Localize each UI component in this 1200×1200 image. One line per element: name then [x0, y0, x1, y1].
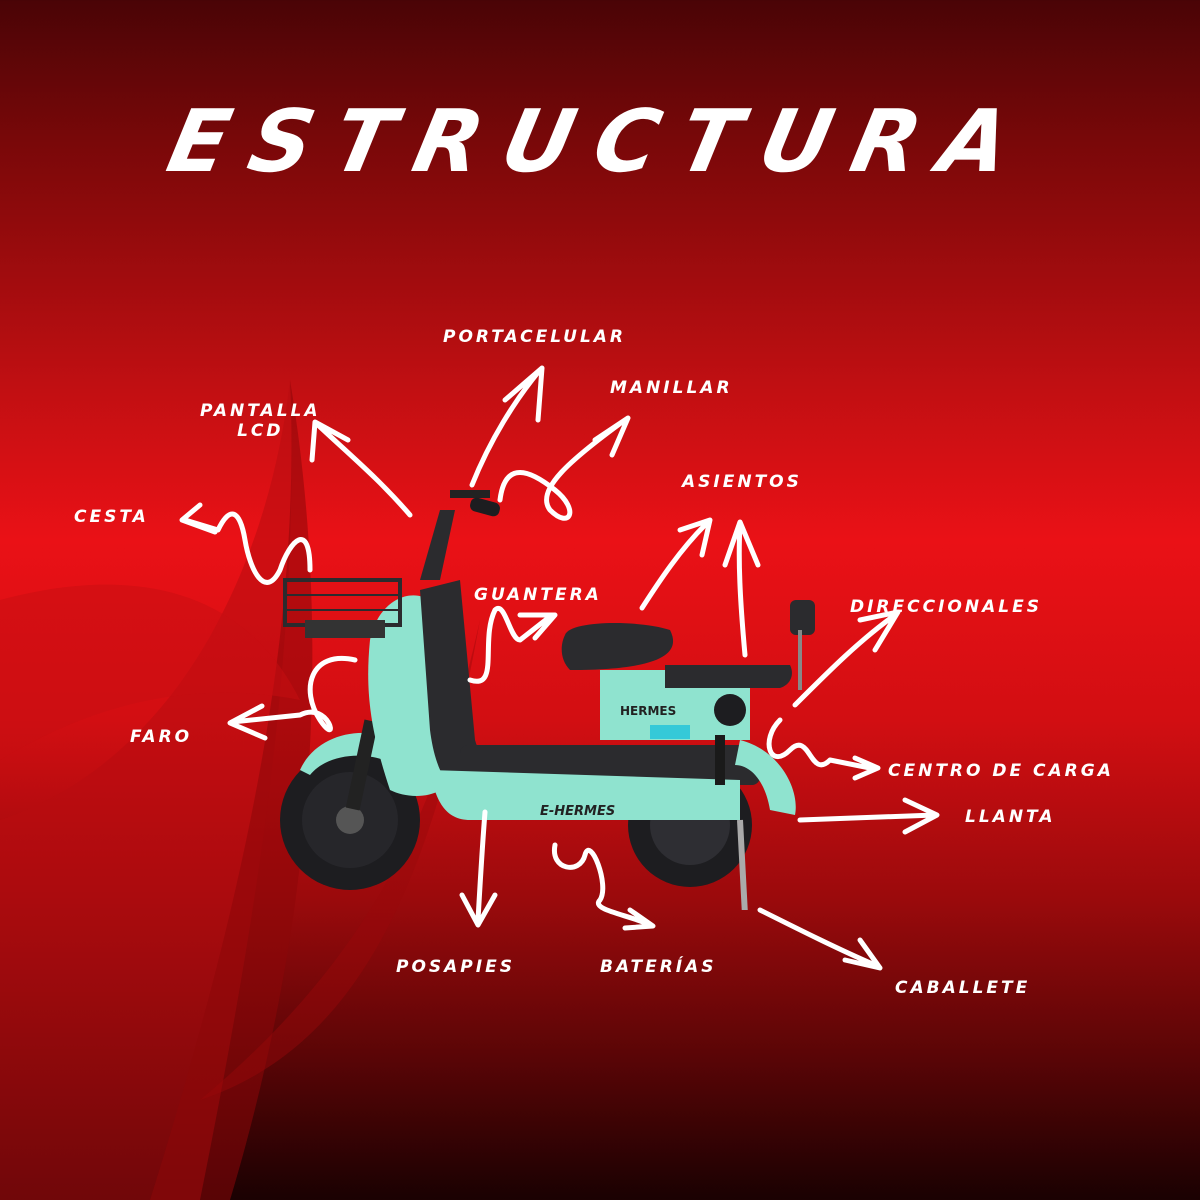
- svg-text:HERMES: HERMES: [620, 704, 676, 718]
- label-pantalla-lcd: PANTALLA LCD: [200, 401, 321, 441]
- svg-text:E-HERMES: E-HERMES: [540, 804, 615, 819]
- label-asientos: ASIENTOS: [682, 472, 802, 492]
- label-pantalla-lcd-line2: LCD: [237, 420, 284, 441]
- label-posapies: POSAPIES: [396, 957, 515, 977]
- label-llanta: LLANTA: [965, 807, 1056, 827]
- label-caballete: CABALLETE: [895, 978, 1031, 998]
- label-faro: FARO: [130, 727, 193, 747]
- scooter-image: E-HERMES HERMES: [280, 490, 815, 910]
- label-centro-de-carga: CENTRO DE CARGA: [888, 761, 1114, 781]
- label-guantera: GUANTERA: [474, 585, 602, 605]
- label-cesta: CESTA: [74, 507, 149, 527]
- label-direccionales: DIRECCIONALES: [850, 597, 1042, 617]
- label-baterias: BATERÍAS: [600, 957, 717, 977]
- label-portacelular: PORTACELULAR: [443, 327, 627, 347]
- label-pantalla-lcd-line1: PANTALLA: [200, 401, 321, 421]
- label-manillar: MANILLAR: [610, 378, 733, 398]
